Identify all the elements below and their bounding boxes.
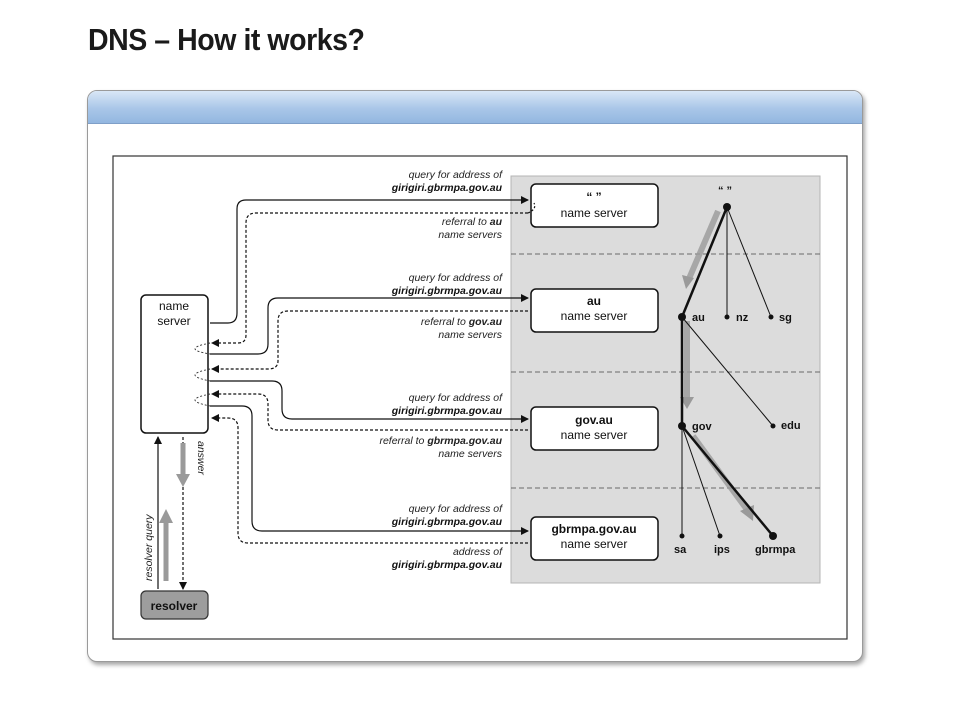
loop-connectors [194, 342, 211, 407]
step4-query-line1: query for address of [409, 503, 503, 515]
step2-reply-line1: referral to gov.au [421, 316, 503, 328]
local-name-server-box: name server [140, 294, 209, 434]
step3-reply-line2: name servers [438, 448, 502, 460]
tree-nodes [678, 203, 777, 540]
resolver-box: resolver [140, 590, 209, 620]
frame-header-bar [88, 91, 862, 124]
svg-text:gov.au: gov.au [575, 413, 613, 427]
svg-text:au: au [587, 294, 601, 308]
svg-text:name server: name server [561, 428, 628, 442]
answer-label: answer [195, 441, 207, 475]
step3-reply-line1: referral to gbrmpa.gov.au [379, 435, 502, 447]
step1-query-line2: girigiri.gbrmpa.gov.au [391, 182, 503, 194]
svg-text:name server: name server [561, 309, 628, 323]
tree-node-gbrmpa: gbrmpa [755, 544, 796, 556]
step1-reply-line2: name servers [438, 229, 502, 241]
svg-text:server: server [157, 314, 190, 328]
slide-title: DNS – How it works? [88, 22, 365, 57]
svg-text:resolver: resolver [151, 599, 198, 613]
tree-node-ips: ips [714, 544, 730, 556]
step4-query-line2: girigiri.gbrmpa.gov.au [391, 516, 503, 528]
dns-diagram: “ ” au nz sg gov edu sa ips gbrmpa “ ” n… [112, 155, 848, 640]
svg-text:gbrmpa.gov.au: gbrmpa.gov.au [551, 522, 636, 536]
svg-text:“ ”: “ ” [586, 190, 601, 204]
gbrmpa-name-server-box: gbrmpa.gov.au name server [530, 516, 659, 561]
step1-reply-line1: referral to au [442, 216, 503, 228]
diagram-frame: “ ” au nz sg gov edu sa ips gbrmpa “ ” n… [87, 90, 863, 662]
step3-query-line1: query for address of [409, 392, 503, 404]
au-name-server-box: au name server [530, 288, 659, 333]
tree-node-sa: sa [674, 544, 687, 556]
tree-root-label: “ ” [718, 185, 732, 197]
step4-reply-line1: address of [453, 546, 503, 558]
server-panel [510, 175, 821, 584]
step3-query-line2: girigiri.gbrmpa.gov.au [391, 405, 503, 417]
gov-au-name-server-box: gov.au name server [530, 406, 659, 451]
step4-reply-line2: girigiri.gbrmpa.gov.au [391, 559, 503, 571]
svg-text:name server: name server [561, 537, 628, 551]
tree-node-edu: edu [781, 420, 801, 432]
query-arrows [210, 196, 536, 544]
svg-text:name: name [159, 299, 189, 313]
resolver-query-label: resolver query [143, 514, 155, 581]
step2-reply-line2: name servers [438, 329, 502, 341]
step1-query-line1: query for address of [409, 169, 503, 181]
root-name-server-box: “ ” name server [530, 183, 659, 228]
tree-node-sg: sg [779, 312, 792, 324]
step2-query-line2: girigiri.gbrmpa.gov.au [391, 285, 503, 297]
resolver-arrows [154, 436, 190, 590]
tree-edges [680, 206, 774, 537]
tree-node-au: au [692, 312, 705, 324]
step2-query-line1: query for address of [409, 272, 503, 284]
tree-node-nz: nz [736, 312, 749, 324]
svg-text:name server: name server [561, 206, 628, 220]
tree-node-gov: gov [692, 421, 712, 433]
